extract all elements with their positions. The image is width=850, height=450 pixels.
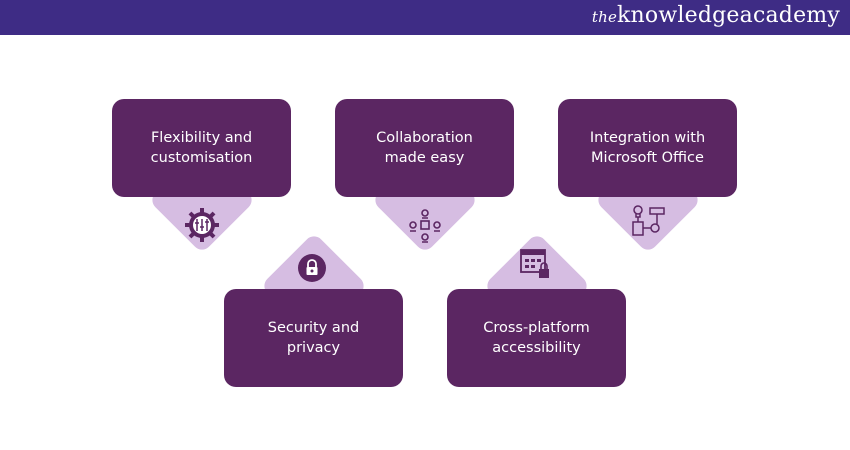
feature-label: Flexibility and — [150, 130, 253, 146]
logo-prefix: the — [591, 8, 618, 26]
feature-label: privacy — [286, 340, 341, 356]
feature-label: customisation — [150, 150, 253, 166]
lock-icon — [292, 248, 332, 288]
feature-label: Security and — [267, 320, 360, 336]
integration-icon — [628, 200, 668, 240]
feature-label: Integration with — [589, 130, 706, 146]
feature-label: Microsoft Office — [591, 150, 704, 166]
feature-label: made easy — [384, 150, 465, 166]
feature-label: accessibility — [492, 340, 581, 356]
feature-label: Collaboration — [376, 130, 473, 146]
feature-cross-platform: Cross-platform accessibility — [447, 289, 626, 387]
brand-logo[interactable]: theknowledgeacademy — [592, 3, 840, 28]
logo-main: knowledgeacademy — [617, 3, 840, 28]
feature-flexibility: Flexibility and customisation — [112, 99, 291, 197]
gear-sliders-icon — [182, 205, 222, 245]
feature-collaboration: Collaboration made easy — [335, 99, 514, 197]
browser-lock-icon — [515, 243, 555, 283]
feature-security: Security and privacy — [224, 289, 403, 387]
feature-label: Cross-platform — [483, 320, 590, 336]
team-collaboration-icon — [405, 205, 445, 245]
header-bar: theknowledgeacademy — [0, 0, 850, 35]
